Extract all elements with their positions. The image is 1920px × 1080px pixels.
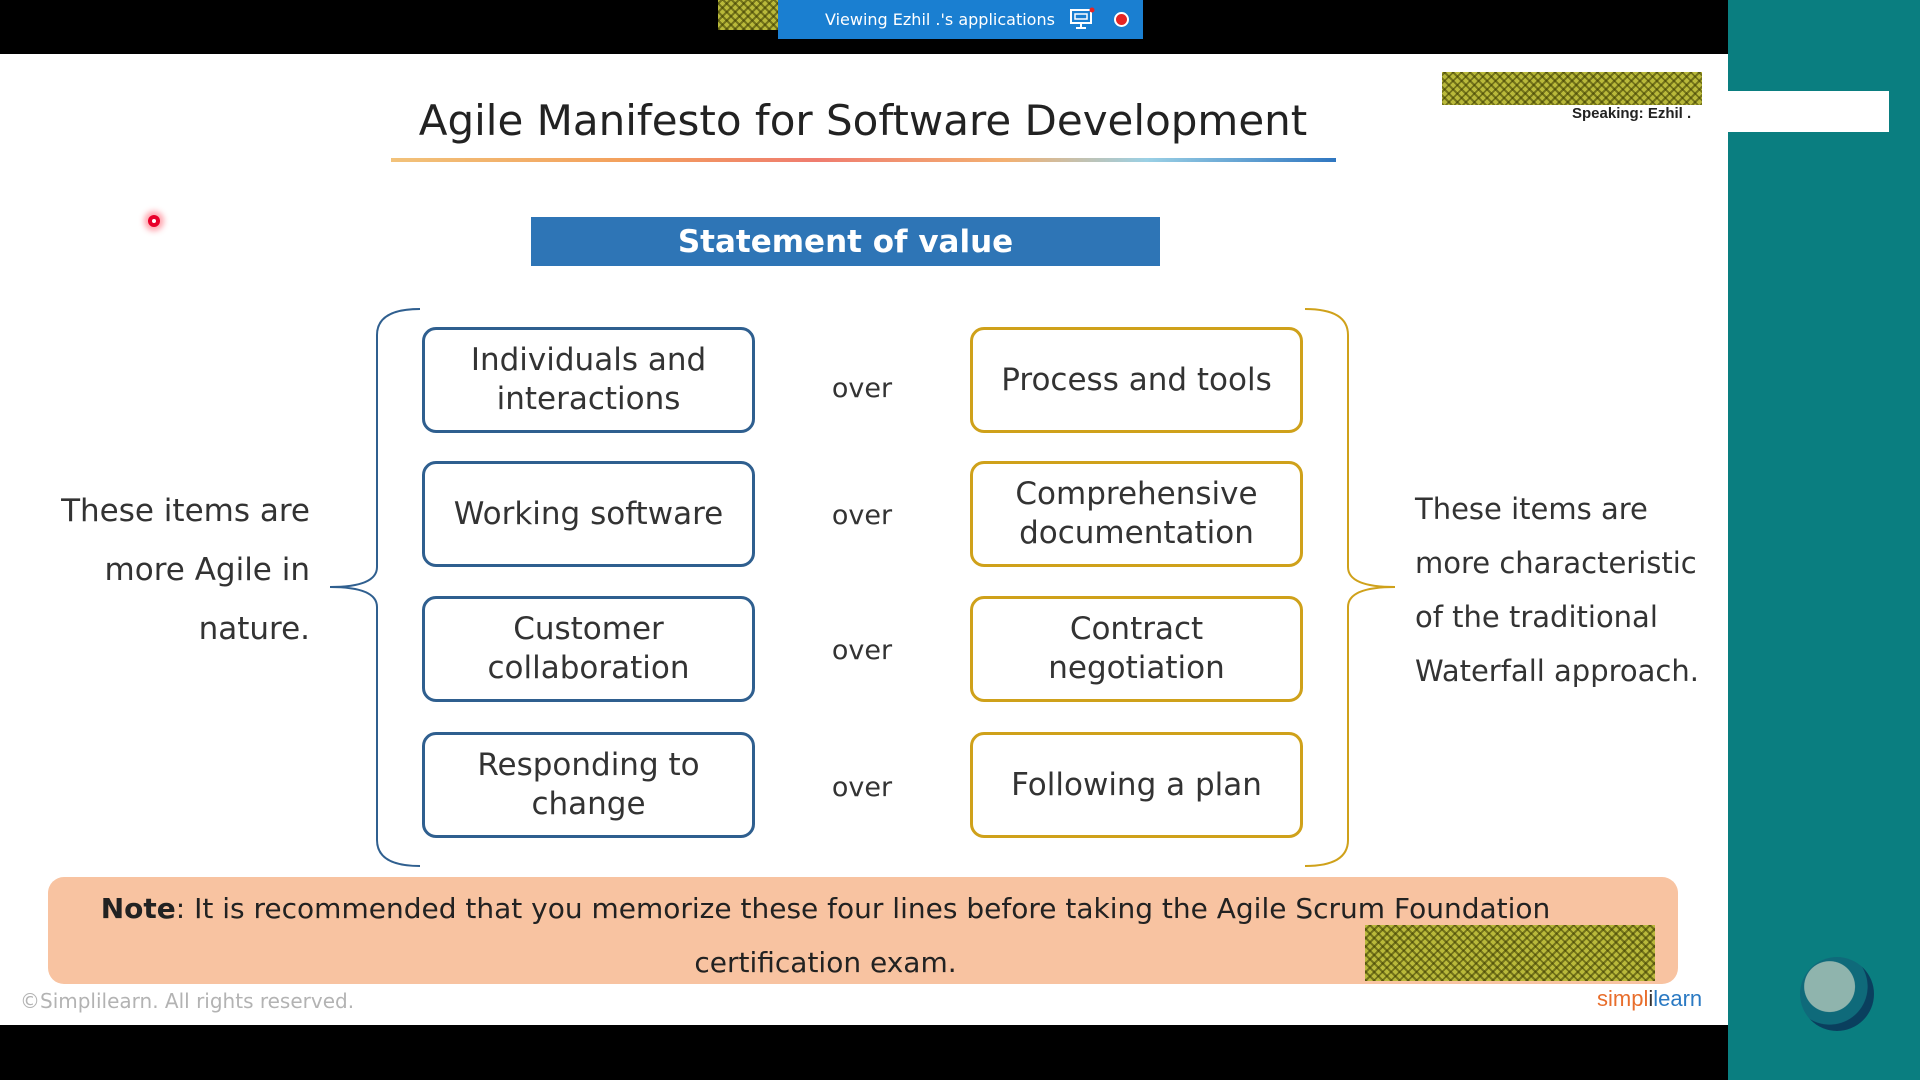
left-brace: [329, 308, 421, 867]
agile-value-box: Working software: [422, 461, 755, 567]
caption-line: of the traditional: [1415, 600, 1658, 634]
right-side-panel: [1728, 0, 1920, 1080]
note-text: Note: It is recommended that you memoriz…: [48, 882, 1603, 990]
agile-caption: These items are more Agile in nature.: [60, 482, 310, 659]
caption-line: Waterfall approach.: [1415, 654, 1699, 688]
traditional-value-box: Process and tools: [970, 327, 1303, 433]
logo-separator: i: [1648, 986, 1654, 1011]
laser-pointer-icon: [148, 215, 160, 227]
redacted-block: [1442, 72, 1702, 105]
presentation-slide: [0, 54, 1728, 1025]
agile-value-box: Individuals and interactions: [422, 327, 755, 433]
traditional-value-box: Following a plan: [970, 732, 1303, 838]
screen-share-icon[interactable]: [1069, 7, 1095, 31]
caption-line: more characteristic: [1415, 546, 1697, 580]
redacted-block: [718, 0, 778, 30]
waterfall-caption: These items are more characteristic of t…: [1415, 482, 1715, 698]
caption-line: more Agile in: [104, 552, 310, 588]
viewing-label: Viewing Ezhil .'s applications: [825, 10, 1055, 29]
caption-line: These items are: [61, 493, 310, 529]
copyright-text: ©Simplilearn. All rights reserved.: [20, 989, 355, 1013]
bottom-black-bar: [0, 1025, 1728, 1080]
right-brace: [1304, 308, 1396, 867]
statement-banner: Statement of value: [531, 217, 1160, 266]
over-label: over: [831, 373, 893, 404]
logo-part: learn: [1653, 986, 1703, 1011]
note-body: : It is recommended that you memorize th…: [175, 892, 1551, 979]
over-label: over: [831, 500, 893, 531]
caption-line: nature.: [198, 611, 310, 647]
over-label: over: [831, 635, 893, 666]
agile-value-box: Customer collaboration: [422, 596, 755, 702]
note-label: Note: [100, 892, 176, 925]
caption-line: These items are: [1415, 492, 1648, 526]
speaking-label: Speaking: Ezhil .: [1572, 105, 1692, 122]
traditional-value-box: Contract negotiation: [970, 596, 1303, 702]
title-underline: [391, 158, 1336, 162]
slide-title: Agile Manifesto for Software Development: [418, 96, 1308, 145]
floating-meeting-bubble-icon[interactable]: [1800, 957, 1874, 1031]
logo-part: simpl: [1597, 986, 1649, 1011]
simplilearn-logo: simplilearn: [1597, 986, 1702, 1012]
over-label: over: [831, 772, 893, 803]
traditional-value-box: Comprehensive documentation: [970, 461, 1303, 567]
agile-value-box: Responding to change: [422, 732, 755, 838]
redacted-block: [1365, 925, 1655, 981]
recording-dot-icon[interactable]: [1116, 14, 1127, 25]
